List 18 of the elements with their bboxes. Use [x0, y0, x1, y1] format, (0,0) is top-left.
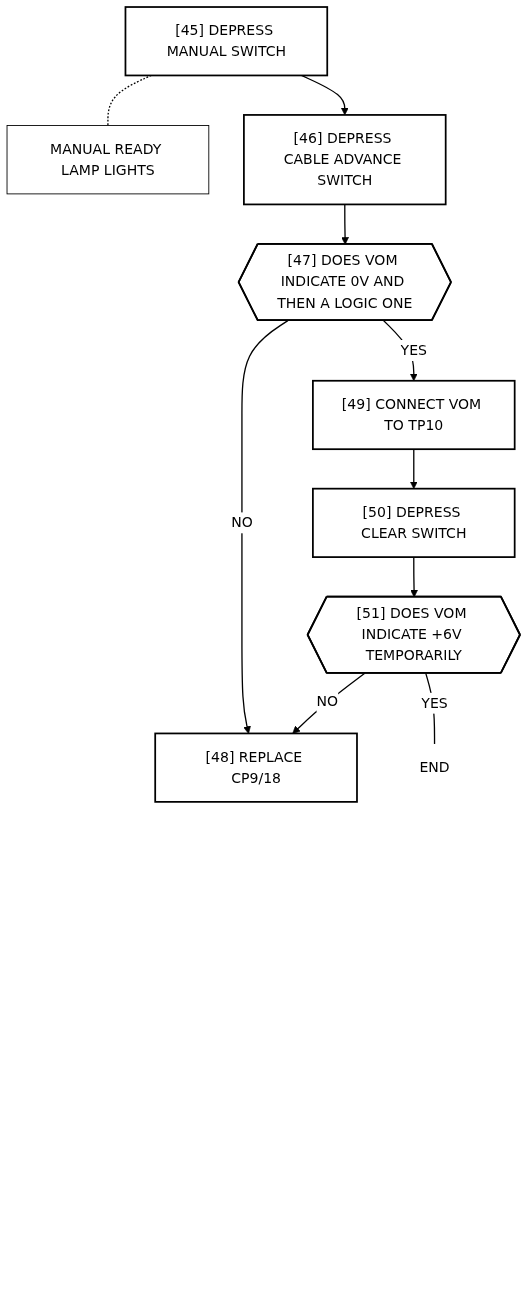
edge-label: YES: [421, 694, 448, 712]
arrow: [241, 320, 289, 734]
node-box: [46] DEPRESS CABLE ADVANCE SWITCH: [243, 114, 447, 206]
edge-label: NO: [316, 692, 338, 710]
arrow: [300, 74, 349, 116]
arrow: [410, 556, 418, 598]
edge-label: NO: [231, 514, 253, 531]
connector: [107, 74, 152, 127]
node-box: [50] DEPRESS CLEAR SWITCH: [312, 487, 516, 558]
arrow: [292, 672, 366, 734]
arrow: [341, 203, 349, 245]
edge-label: YES: [400, 341, 427, 359]
node-box: [45] DEPRESS MANUAL SWITCH: [124, 6, 329, 77]
node-box: [49] CONNECT VOM TO TP10: [312, 379, 516, 451]
node-box: [48] REPLACE CP9/18: [154, 732, 358, 803]
node-text: END: [419, 758, 450, 776]
arrow: [409, 448, 418, 489]
node-box: MANUAL READY LAMP LIGHTS: [6, 125, 210, 195]
